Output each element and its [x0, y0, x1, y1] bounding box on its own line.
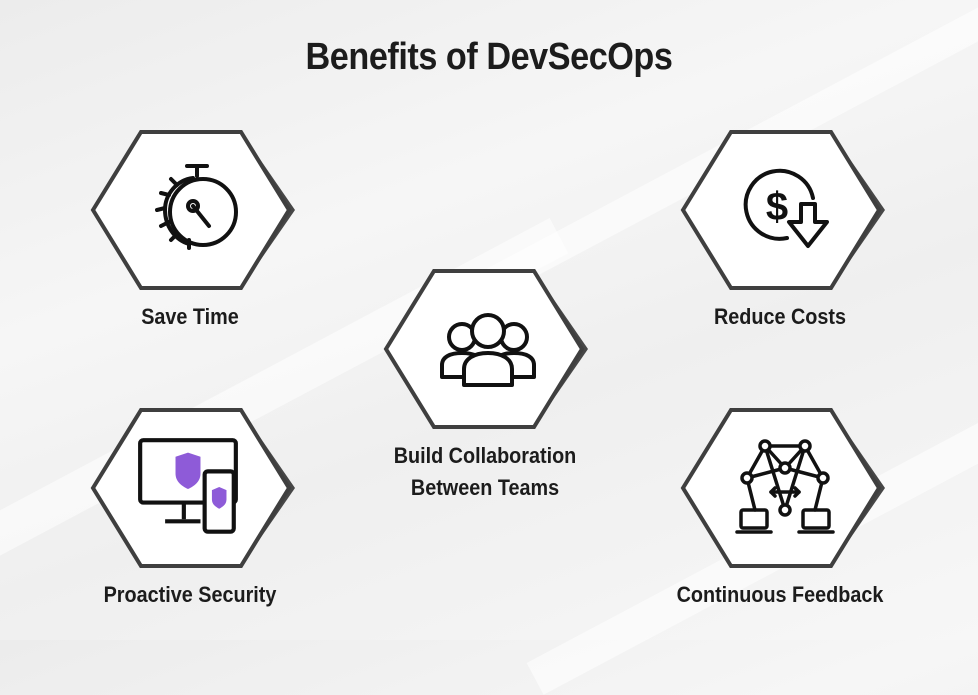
benefit-card-save-time	[90, 126, 300, 294]
svg-text:$: $	[766, 185, 788, 229]
network-feedback-icon	[735, 439, 835, 534]
benefit-card-proactive-security	[90, 404, 300, 572]
dollar-down-icon: $	[743, 168, 829, 248]
benefit-card-continuous-feedback	[680, 404, 890, 572]
monitor-shield-icon	[138, 438, 238, 534]
benefit-label-save-time: Save Time	[141, 304, 239, 329]
benefit-label-reduce-costs: Reduce Costs	[713, 304, 847, 329]
benefit-label-proactive-security: Proactive Security	[103, 582, 277, 607]
benefit-card-reduce-costs: $	[680, 126, 890, 294]
benefit-label-continuous-feedback: Continuous Feedback	[676, 582, 884, 607]
benefit-label-collaboration: Build Collaboration Between Teams	[359, 440, 611, 504]
benefit-label-line: Between Teams	[410, 475, 560, 500]
benefit-label-line: Build Collaboration	[393, 443, 577, 468]
hexagon-frame	[680, 130, 885, 290]
stopwatch-gear-icon	[155, 164, 238, 250]
page-title: Benefits of DevSecOps	[305, 36, 673, 78]
hexagon-frame	[383, 269, 588, 429]
team-icon	[440, 313, 536, 387]
benefit-card-collaboration	[383, 265, 593, 433]
